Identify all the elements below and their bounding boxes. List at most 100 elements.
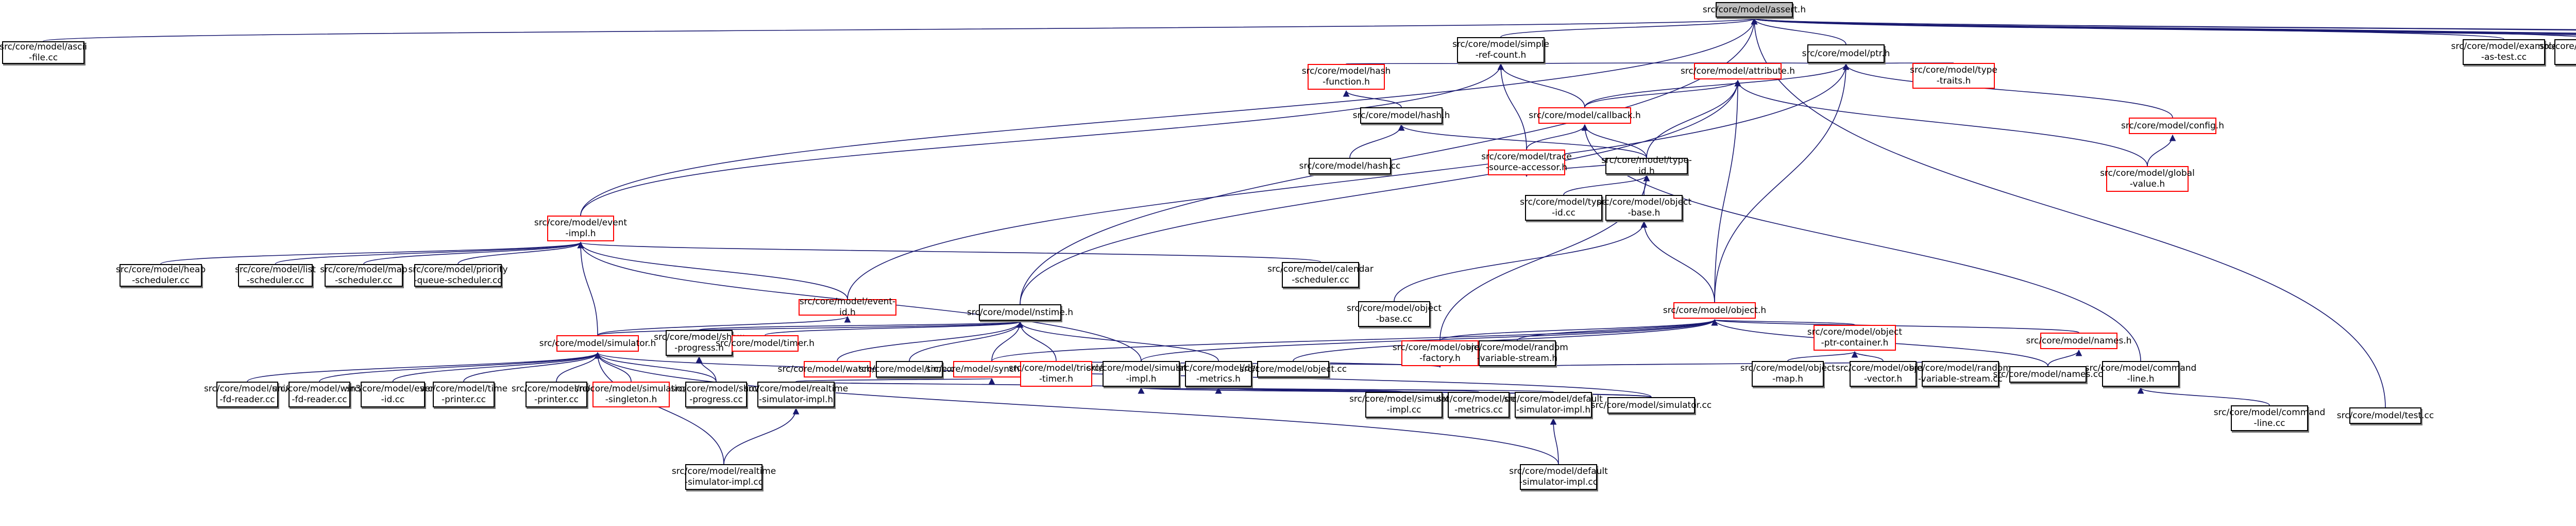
graph-node-event-id-h[interactable]: src/core/model/event-id.h — [799, 297, 896, 318]
edge-object-h-to-ptr-h — [1714, 63, 1850, 303]
edge-openflow-interface-h-to-assert-h — [1752, 18, 2576, 30]
graph-node-show-progress-h[interactable]: src/core/model/show -progress.h — [654, 330, 744, 356]
graph-node-win32-fd-reader-cc[interactable]: src/core/model/win32 -fd-reader.cc — [273, 382, 366, 407]
graph-node-timer-h[interactable]: src/core/model/timer.h — [716, 335, 815, 352]
graph-node-config-h[interactable]: src/core/model/config.h — [2121, 118, 2224, 134]
edge-hash-cc-to-hash-h — [1349, 124, 1405, 158]
edge-test-cc-to-assert-h — [1751, 18, 2386, 408]
graph-node-time-cc[interactable]: src/core/model/time.cc — [859, 361, 959, 377]
graph-node-command-line-cc[interactable]: src/core/model/command -line.cc — [2214, 405, 2325, 431]
edge-global-value-h-to-config-h — [2147, 134, 2176, 167]
graph-node-event-impl-h[interactable]: src/core/model/event -impl.h — [534, 216, 627, 241]
graph-node-object-cc[interactable]: src/core/model/object.cc — [1240, 361, 1347, 377]
edge-type-id-h-to-attribute-h — [1646, 79, 1741, 158]
graph-node-global-value-h[interactable]: src/core/model/global -value.h — [2100, 166, 2195, 192]
graph-node-simulator-impl-cc[interactable]: src/core/model/simulator -impl.cc — [1349, 392, 1459, 418]
graph-node-attribute-h[interactable]: src/core/model/attribute.h — [1681, 63, 1795, 79]
edge-map-scheduler-cc-to-event-impl-h — [363, 241, 584, 265]
edge-trace-source-accessor-h-to-simple-ref-count-h — [1497, 63, 1527, 150]
graph-node-nstime-h[interactable]: src/core/model/nstime.h — [967, 304, 1073, 321]
graph-node-heap-scheduler-cc[interactable]: src/core/model/heap -scheduler.cc — [115, 264, 206, 287]
edge-timer-h-to-nstime-h — [765, 321, 1023, 336]
graph-node-time-printer-cc[interactable]: src/core/model/time -printer.cc — [420, 382, 507, 407]
edge-watchdog-h-to-nstime-h — [837, 321, 1024, 361]
graph-node-des-metrics-h[interactable]: src/core/model/des -metrics.h — [1177, 361, 1260, 387]
graph-node-ascii-file-cc[interactable]: src/core/model/ascii -file.cc — [0, 41, 87, 64]
graph-node-des-metrics-cc[interactable]: src/core/model/des -metrics.cc — [1437, 392, 1520, 418]
graph-node-test-cc[interactable]: src/core/model/test.cc — [2337, 407, 2434, 424]
graph-node-event-id-cc[interactable]: src/core/model/event -id.cc — [346, 382, 439, 407]
graph-node-assert-h[interactable]: src/core/model/assert.h — [1703, 2, 1806, 18]
graph-node-callback-h[interactable]: src/core/model/callback.h — [1529, 107, 1641, 124]
graph-node-simulator-h[interactable]: src/core/model/simulator.h — [539, 335, 656, 352]
graph-node-map-scheduler-cc[interactable]: src/core/model/map -scheduler.cc — [320, 264, 408, 287]
edge-trace-source-accessor-h-to-callback-h — [1526, 124, 1588, 150]
graph-node-type-id-h[interactable]: src/core/model/type-id.h — [1601, 155, 1692, 176]
graph-node-names-h[interactable]: src/core/model/names.h — [2026, 333, 2132, 349]
graph-node-object-factory-h[interactable]: src/core/model/object -factory.h — [1393, 340, 1487, 366]
graph-node-list-scheduler-cc[interactable]: src/core/model/list -scheduler.cc — [235, 264, 316, 287]
edge-event-impl-h-to-simple-ref-count-h — [580, 63, 1504, 216]
graph-node-unix-fd-reader-cc[interactable]: src/core/model/unix -fd-reader.cc — [204, 382, 291, 407]
graph-node-names-cc[interactable]: src/core/model/names.cc — [1993, 366, 2103, 383]
edge-list-scheduler-cc-to-event-impl-h — [275, 241, 584, 265]
graph-node-object-ptr-container-h[interactable]: src/core/model/object -ptr-container.h — [1807, 325, 1902, 351]
graph-node-trace-source-accessor-h[interactable]: src/core/model/trace -source-accessor.h — [1481, 150, 1572, 175]
edge-simulator-h-to-event-impl-h — [577, 241, 598, 336]
graph-node-example-as-test-cc[interactable]: src/core/model/example -as-test.cc — [2451, 39, 2556, 65]
edge-object-map-h-to-object-ptr-container-h — [1787, 351, 1858, 361]
edge-object-h-to-object-base-h — [1640, 221, 1715, 303]
graph-node-object-vector-h[interactable]: src/core/model/object -vector.h — [1836, 361, 1930, 387]
graph-node-hash-h[interactable]: src/core/model/hash.h — [1353, 107, 1450, 124]
graph-node-hash-cc[interactable]: src/core/model/hash.cc — [1299, 158, 1400, 174]
graph-node-object-map-h[interactable]: src/core/model/object -map.h — [1740, 361, 1835, 387]
edge-default-simulator-impl-cc-to-simulator-h — [594, 352, 1559, 465]
graph-node-simulator-impl-h[interactable]: src/core/model/simulator -impl.h — [1087, 361, 1196, 387]
graph-node-priority-queue-scheduler-cc[interactable]: src/core/model/priority -queue-scheduler… — [408, 264, 508, 287]
edge-win32-fd-reader-cc-to-simulator-h — [319, 352, 601, 382]
graph-node-default-simulator-impl-cc[interactable]: src/core/model/default -simulator-impl.c… — [1509, 464, 1608, 490]
graph-node-random-variable-stream-h[interactable]: src/core/model/random -variable-stream.h — [1466, 340, 1568, 366]
graph-node-simple-ref-count-h[interactable]: src/core/model/simple -ref-count.h — [1452, 37, 1549, 63]
graph-node-random-variable-stream-cc[interactable]: src/core/model/random -variable-stream.c… — [1909, 361, 2011, 387]
edge-callback-h-to-attribute-h — [1584, 79, 1741, 108]
edge-object-vector-h-to-object-ptr-container-h — [1851, 351, 1884, 361]
graph-node-calendar-scheduler-cc[interactable]: src/core/model/calendar -scheduler.cc — [1267, 262, 1374, 288]
edge-default-simulator-impl-h-to-simulator-impl-h — [1139, 387, 1554, 395]
edge-des-metrics-h-to-nstime-h — [1016, 321, 1219, 361]
edge-scheduler-cc-to-assert-h — [1751, 18, 2576, 34]
graph-node-hash-function-h[interactable]: src/core/model/hash -function.h — [1302, 64, 1391, 90]
edge-realtime-simulator-impl-cc-to-simulator-h — [594, 352, 724, 465]
edge-synchronizer-h-to-object-h — [991, 319, 1718, 361]
edge-heap-scheduler-cc-to-event-impl-h — [160, 241, 584, 265]
edge-simulator-impl-h-to-object-h — [1141, 319, 1718, 361]
graph-node-type-traits-h[interactable]: src/core/model/type -traits.h — [1910, 63, 1997, 89]
graph-node-show-progress-cc[interactable]: src/core/model/show -progress.cc — [671, 382, 761, 407]
graph-node-realtime-simulator-impl-h[interactable]: src/core/model/realtime -simulator-impl.… — [744, 382, 848, 407]
graph-node-node-printer-cc[interactable]: src/core/model/node -printer.cc — [512, 382, 601, 407]
edge-event-impl-h-to-assert-h — [580, 18, 1758, 216]
graph-node-watchdog-h[interactable]: src/core/model/watchdog.h — [777, 361, 897, 377]
graph-node-object-base-cc[interactable]: src/core/model/object -base.cc — [1347, 301, 1442, 327]
graph-node-trickle-timer-h[interactable]: src/core/model/trickle -timer.h — [1009, 361, 1104, 387]
edge-names-cc-to-names-h — [2047, 349, 2082, 367]
graph-node-type-id-cc[interactable]: src/core/model/type -id.cc — [1520, 195, 1607, 221]
graph-node-realtime-simulator-impl-cc[interactable]: src/core/model/realtime -simulator-impl.… — [672, 464, 776, 490]
edge-event-id-h-to-event-impl-h — [577, 241, 848, 300]
edge-global-value-h-to-attribute-h — [1734, 79, 2148, 167]
graph-node-object-h[interactable]: src/core/model/object.h — [1663, 302, 1766, 319]
edge-log-cc-to-assert-h — [1751, 18, 2576, 35]
edge-config-h-to-ptr-h — [1842, 63, 2173, 118]
edge-calendar-scheduler-cc-to-event-impl-h — [578, 241, 1321, 262]
graph-node-object-base-h[interactable]: src/core/model/object -base.h — [1597, 195, 1691, 221]
graph-node-simulation-singleton-h[interactable]: src/core/model/simulation -singleton.h — [574, 382, 688, 407]
graph-node-command-line-h[interactable]: src/core/model/command -line.h — [2085, 361, 2196, 387]
edge-object-factory-h-to-object-h — [1439, 319, 1718, 341]
edge-object-ptr-container-h-to-object-h — [1711, 319, 1855, 326]
edge-default-simulator-impl-cc-to-default-simulator-impl-h — [1550, 418, 1559, 465]
graph-node-int64x64-128-cc[interactable]: src/core/model/int64x64 -128.cc — [2539, 39, 2576, 65]
graph-node-default-simulator-impl-h[interactable]: src/core/model/default -simulator-impl.h — [1504, 392, 1603, 418]
graph-node-simulator-cc[interactable]: src/core/model/simulator.cc — [1591, 397, 1711, 414]
edge-object-base-cc-to-object-base-h — [1394, 221, 1648, 302]
graph-node-ptr-h[interactable]: src/core/model/ptr.h — [1802, 44, 1890, 63]
